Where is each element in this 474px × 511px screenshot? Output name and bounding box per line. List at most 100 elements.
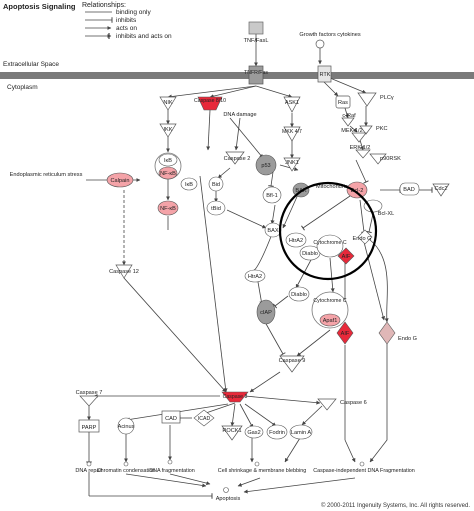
node-ciap[interactable]: cIAP: [256, 299, 276, 325]
svg-text:NIK: NIK: [163, 100, 173, 106]
svg-text:Caspase 9: Caspase 9: [279, 358, 306, 364]
svg-text:Acinus: Acinus: [118, 424, 135, 430]
node-endo-g-mito[interactable]: Endo G: [353, 229, 373, 245]
node-bcl-xl[interactable]: Bcl-XL: [363, 199, 394, 217]
label-mitochondria: Mitochondria: [316, 184, 349, 190]
node-lamin-a[interactable]: Lamin A: [289, 424, 313, 440]
node-cad[interactable]: CAD: [161, 410, 181, 424]
diagram-title: Apoptosis Signaling: [3, 2, 76, 11]
svg-text:DNA repair: DNA repair: [75, 468, 102, 474]
node-aif-mito[interactable]: AIF: [337, 247, 355, 265]
node-bid[interactable]: Bid: [208, 176, 224, 192]
node-c-raf[interactable]: c-Raf: [341, 113, 356, 127]
node-diablo-mito[interactable]: Diablo: [299, 245, 321, 261]
svg-text:Cytochrome C: Cytochrome C: [313, 298, 346, 304]
node-bax[interactable]: BAX: [264, 222, 282, 238]
svg-text:NF-κB: NF-κB: [160, 171, 176, 177]
cytoplasm-label: Cytoplasm: [7, 84, 38, 91]
svg-text:Cytochrome C: Cytochrome C: [313, 240, 346, 246]
node-aif-cyto[interactable]: AIF: [336, 321, 354, 345]
outcome-caspase-independent-dna-fragmentation: Caspase-independent DNA Fragmentation: [313, 461, 415, 474]
node-ikk[interactable]: IKK: [159, 123, 177, 138]
svg-text:PLCγ: PLCγ: [380, 95, 394, 101]
svg-text:p53: p53: [261, 163, 270, 169]
node-caspase-6[interactable]: Caspase 6: [317, 398, 367, 411]
svg-text:BAX: BAX: [267, 228, 278, 234]
svg-text:ASK1: ASK1: [285, 100, 299, 106]
node-acinus[interactable]: Acinus: [118, 417, 135, 435]
svg-text:IκB: IκB: [164, 158, 172, 164]
svg-text:tBid: tBid: [211, 206, 221, 212]
svg-text:MEK 1/2: MEK 1/2: [341, 128, 362, 134]
svg-text:Bcl-XL: Bcl-XL: [378, 211, 394, 217]
node-ikb-nfkb-complex[interactable]: IκB NF-κB: [154, 152, 182, 180]
legend-inhibits: inhibits: [116, 17, 137, 24]
node-tnfr-fas[interactable]: TNFR/Fas: [244, 65, 268, 85]
svg-text:Calpain: Calpain: [111, 178, 130, 184]
node-bcl-2[interactable]: Bcl-2: [346, 181, 368, 199]
node-rock1[interactable]: ROCK1: [221, 425, 243, 441]
node-tbid[interactable]: tBid: [206, 200, 226, 216]
node-calpain[interactable]: Calpain: [106, 172, 134, 188]
node-caspase-9[interactable]: Caspase 9: [279, 355, 306, 373]
svg-text:Lamin A: Lamin A: [291, 430, 311, 436]
node-bfl1[interactable]: Bfl-1: [262, 186, 282, 204]
node-mkk-4-7[interactable]: MKK 4/7: [282, 126, 302, 142]
node-plcg[interactable]: PLCγ: [357, 92, 394, 107]
node-p90rsk[interactable]: p90RSK: [369, 153, 401, 165]
svg-text:c-Raf: c-Raf: [342, 113, 356, 119]
copyright-footer: © 2000-2011 Ingenuity Systems, Inc. All …: [320, 503, 470, 509]
relationships-title: Relationships:: [82, 2, 126, 9]
node-apoptosome[interactable]: Cytochrome C Apaf1: [311, 291, 349, 329]
svg-text:Diablo: Diablo: [291, 292, 307, 298]
outcome-cell-shrinkage: Cell shrinkage & membrane blebbing: [218, 461, 306, 474]
node-icad[interactable]: ICAD: [193, 409, 215, 427]
node-bad[interactable]: BAD: [399, 182, 420, 196]
node-ras[interactable]: Ras: [335, 95, 351, 109]
node-cdc2[interactable]: Cdc2: [432, 183, 450, 197]
svg-text:Caspase 2: Caspase 2: [224, 156, 251, 162]
node-cytochrome-c-mito[interactable]: Cytochrome C: [313, 234, 347, 258]
svg-text:ICAD: ICAD: [198, 416, 211, 422]
svg-text:MKK 4/7: MKK 4/7: [282, 129, 302, 135]
node-p53[interactable]: p53: [255, 154, 277, 176]
node-diablo-cyto[interactable]: Diablo: [288, 286, 310, 302]
svg-text:ERK 1/2: ERK 1/2: [350, 145, 371, 151]
node-jnk1[interactable]: JNK1: [283, 157, 301, 172]
svg-text:Gas2: Gas2: [247, 430, 260, 436]
node-fodrin[interactable]: Fodrin: [266, 424, 288, 440]
node-tnf-fasl[interactable]: TNF/FasL: [244, 21, 269, 44]
node-caspase-8-10-top[interactable]: Caspase 8/10: [194, 96, 226, 111]
node-caspase-12[interactable]: Caspase 12: [109, 264, 139, 279]
svg-text:IKK: IKK: [163, 127, 172, 133]
node-caspase-7[interactable]: Caspase 7: [76, 390, 103, 407]
node-htra2-cyto[interactable]: HtrA2: [244, 269, 266, 283]
node-nfkb-free[interactable]: NF-κB: [157, 200, 179, 216]
node-nik[interactable]: NIK: [159, 96, 177, 111]
node-pkc[interactable]: PKC: [359, 125, 388, 135]
legend-lines: [85, 11, 113, 39]
node-rtk[interactable]: RTK: [317, 65, 332, 83]
node-htra2-mito[interactable]: HtrA2: [285, 232, 307, 248]
node-growth-factors[interactable]: Growth factors cytokines: [299, 32, 361, 49]
node-endo-g-cyto[interactable]: Endo G: [378, 321, 417, 345]
svg-text:AIF: AIF: [341, 331, 350, 337]
svg-text:Ras: Ras: [338, 100, 348, 106]
node-ikb-free[interactable]: IκB: [180, 177, 198, 191]
svg-text:Endo G: Endo G: [398, 336, 417, 342]
outcome-apoptosis: Apoptosis: [216, 487, 240, 502]
svg-text:ROCK1: ROCK1: [222, 428, 241, 434]
node-gas2[interactable]: Gas2: [244, 425, 264, 439]
node-parp[interactable]: PARP: [78, 419, 100, 433]
label-er-stress-line1: Endoplasmic reticulum stress: [10, 172, 83, 178]
svg-text:Bcl-2: Bcl-2: [351, 188, 364, 194]
svg-text:TNF/FasL: TNF/FasL: [244, 38, 269, 44]
node-erk[interactable]: ERK 1/2: [350, 145, 371, 159]
node-mek[interactable]: MEK 1/2: [341, 128, 367, 143]
svg-text:PARP: PARP: [82, 425, 97, 431]
node-caspase-2[interactable]: Caspase 2: [224, 151, 251, 165]
svg-text:TNFR/Fas: TNFR/Fas: [244, 70, 268, 76]
svg-text:Diablo: Diablo: [302, 251, 318, 257]
node-ask1[interactable]: ASK1: [283, 96, 301, 113]
node-caspase-3[interactable]: Caspase 3: [221, 391, 249, 403]
